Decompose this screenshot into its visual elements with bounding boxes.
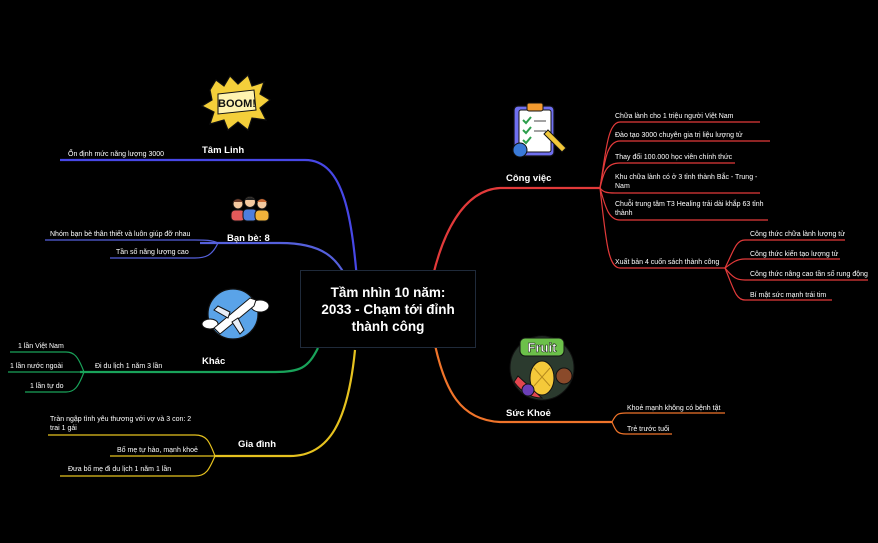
cong-viec-subitem[interactable]: Công thức nâng cao tần số rung động <box>750 271 868 278</box>
cong-viec-item[interactable]: Khu chữa lành có ở 3 tỉnh thành Bắc - Tr… <box>615 174 758 190</box>
boom-icon-text: BOOM! <box>218 98 256 110</box>
connector-gia-dinh-item1 <box>48 434 216 457</box>
gia-dinh-item[interactable]: Tràn ngập tình yêu thương với vợ và 3 co… <box>50 416 192 432</box>
khac-subitem[interactable]: 1 lần Việt Nam <box>18 343 64 350</box>
central-title-line3: thành công <box>351 318 425 334</box>
gia-dinh-item[interactable]: Bố mẹ tự hào, mạnh khoẻ <box>117 447 198 454</box>
tam-linh-item[interactable]: Ổn định mức năng lượng 3000 <box>68 151 165 158</box>
fruit-icon-text: Fruit <box>528 340 558 355</box>
boom-icon: BOOM! <box>200 73 272 132</box>
branch-tam-linh[interactable]: Tâm Linh <box>202 145 245 156</box>
friends-group-icon <box>230 196 270 222</box>
cong-viec-subitem[interactable]: Bí mật sức mạnh trái tim <box>750 292 827 299</box>
connector-tam-linh <box>60 158 360 291</box>
connector-cong-viec-item2 <box>599 140 770 189</box>
branch-ban-be[interactable]: Bạn bè: 8 <box>227 233 270 244</box>
ban-be-item[interactable]: Nhóm bạn bè thân thiết và luôn giúp đỡ n… <box>50 231 191 238</box>
suc-khoe-item[interactable]: Trẻ trước tuổi <box>627 426 670 433</box>
central-title-line2: 2033 - Chạm tới đỉnh <box>321 301 455 317</box>
airplane-icon <box>201 288 270 340</box>
connector-suc-khoe-item1 <box>611 412 725 423</box>
connector-gia-dinh-item3 <box>60 455 216 477</box>
connector-ban-be-item1 <box>45 239 219 244</box>
khac-subitem[interactable]: 1 lần tự do <box>30 383 64 390</box>
branch-cong-viec[interactable]: Công việc <box>506 173 552 184</box>
central-topic[interactable]: Tầm nhìn 10 năm: 2033 - Chạm tới đỉnh th… <box>300 270 476 348</box>
connector-ban-be-item2 <box>110 242 219 259</box>
connector-gia-dinh <box>215 349 357 458</box>
connector-khac <box>80 347 319 374</box>
branch-suc-khoe[interactable]: Sức Khoẻ <box>506 408 551 419</box>
cong-viec-item[interactable]: Đào tạo 3000 chuyên gia trị liệu lượng t… <box>615 132 743 139</box>
connector-cong-viec-item3 <box>599 162 735 189</box>
cong-viec-item[interactable]: Thay đổi 100.000 học viên chính thức <box>615 154 733 161</box>
connector-cong-viec-item5 <box>599 187 768 221</box>
connector-khac-sub1 <box>10 351 85 373</box>
khac-subitem[interactable]: 1 lần nước ngoài <box>10 363 63 370</box>
cong-viec-subitem[interactable]: Công thức chữa lành lượng tử <box>750 231 845 238</box>
suc-khoe-item[interactable]: Khoẻ mạnh không có bệnh tật <box>627 405 721 412</box>
cong-viec-subitem[interactable]: Công thức kiến tạo lượng tử <box>750 251 839 258</box>
connector-cong-viec-sub3 <box>724 267 868 281</box>
gia-dinh-item[interactable]: Đưa bố mẹ đi du lịch 1 năm 1 lần <box>68 466 172 473</box>
checklist-icon <box>512 102 567 158</box>
ban-be-item[interactable]: Tần số năng lượng cao <box>116 249 189 256</box>
connector-cong-viec-sub4 <box>724 267 832 301</box>
connector-cong-viec-item6 <box>599 187 725 269</box>
branch-gia-dinh[interactable]: Gia đình <box>238 439 276 450</box>
connector-cong-viec-sub1 <box>724 239 845 269</box>
connector-khac-sub3 <box>25 371 85 393</box>
connector-suc-khoe-item2 <box>611 421 672 435</box>
cong-viec-item[interactable]: Chuỗi trung tâm T3 Healing trải dài khắp… <box>615 201 764 217</box>
khac-item[interactable]: Đi du lịch 1 năm 3 lần <box>95 363 163 370</box>
central-title-line1: Tầm nhìn 10 năm: <box>330 284 446 300</box>
fruit-icon: Fruit <box>509 335 575 401</box>
cong-viec-item[interactable]: Xuất bản 4 cuốn sách thành công <box>615 259 720 266</box>
connector-suc-khoe <box>433 344 612 424</box>
branch-khac[interactable]: Khác <box>202 356 226 367</box>
cong-viec-item[interactable]: Chữa lành cho 1 triệu người Việt Nam <box>615 113 734 120</box>
connector-cong-viec-sub2 <box>724 258 840 269</box>
